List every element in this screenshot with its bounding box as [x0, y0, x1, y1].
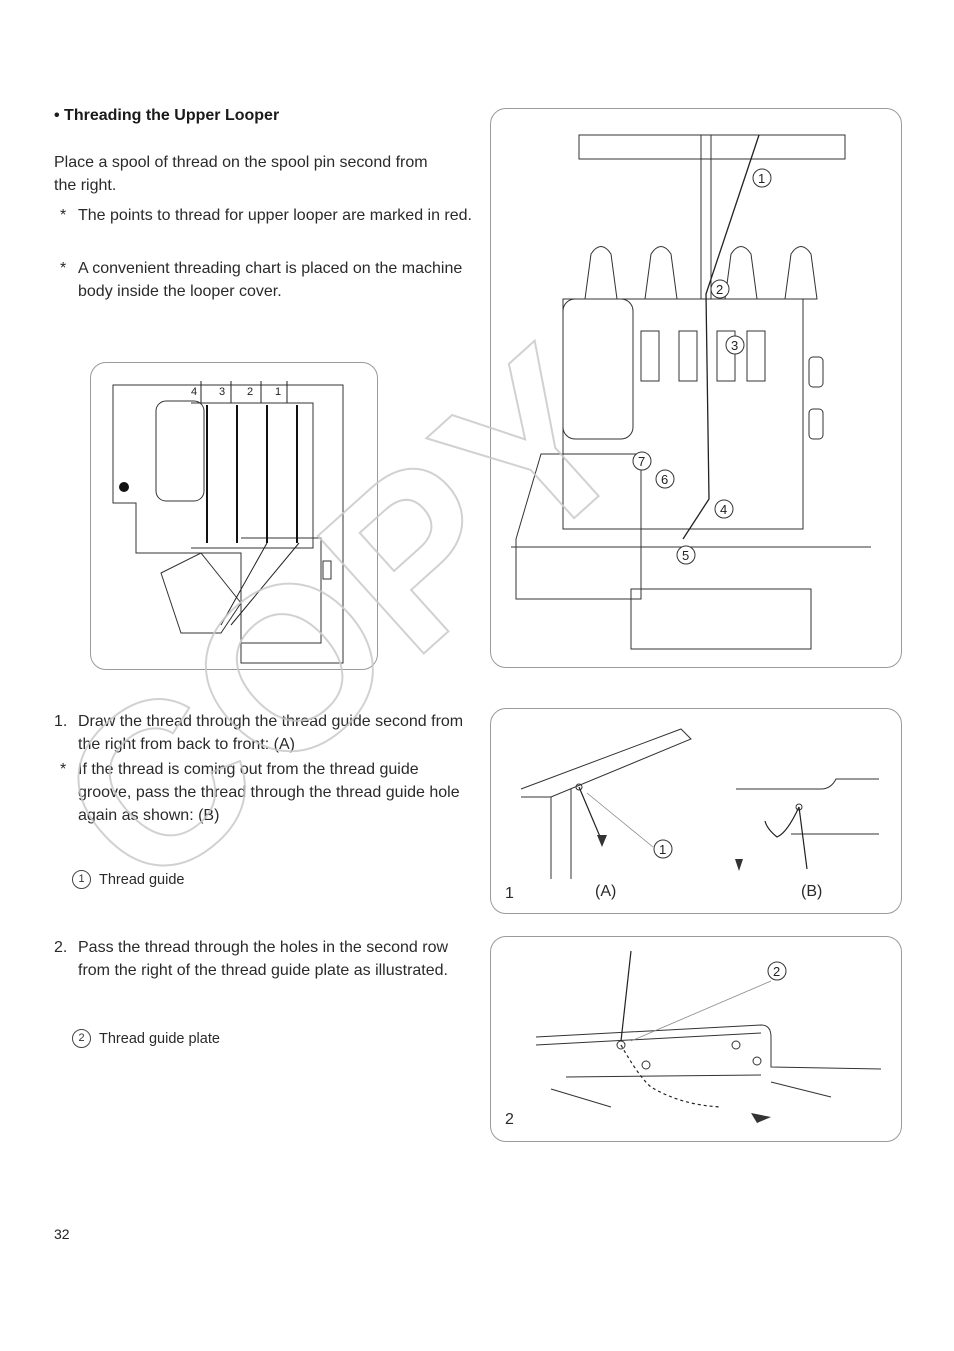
- section-title: • Threading the Upper Looper: [54, 107, 280, 124]
- threading-chart-panel: 4 3 2 1: [90, 362, 378, 670]
- step-1-note: * If the thread is coming out from the t…: [54, 758, 474, 827]
- note-2: * A convenient threading chart is placed…: [54, 257, 474, 303]
- step-number: 2.: [54, 939, 68, 956]
- caption-number: 2: [72, 1029, 91, 1048]
- note-text: If the thread is coming out from the thr…: [78, 761, 460, 824]
- step-text: Draw the thread through the thread guide…: [78, 713, 464, 753]
- note-marker: *: [60, 260, 67, 277]
- callout-1: 1: [758, 171, 765, 186]
- chart-label-3: 3: [219, 386, 225, 398]
- indicator-dot: [119, 482, 129, 492]
- caption-thread-guide: 1 Thread guide: [72, 870, 184, 889]
- step-2-figure-panel: 2 2: [490, 936, 902, 1142]
- caption-number: 1: [72, 870, 91, 889]
- caption-thread-guide-plate: 2 Thread guide plate: [72, 1029, 220, 1048]
- step-1: 1. Draw the thread through the thread gu…: [54, 710, 474, 756]
- thread-guide-plate-drawing: 2: [535, 950, 882, 1123]
- label-a: (A): [595, 883, 617, 900]
- figure-number-1: 1: [505, 885, 514, 902]
- callout-2: 2: [716, 282, 723, 297]
- note-text: A convenient threading chart is placed o…: [78, 260, 463, 300]
- thread-guide-drawing: 1: [520, 728, 879, 879]
- step-text: Pass the thread through the holes in the…: [78, 939, 449, 979]
- caption-text: Thread guide: [99, 871, 185, 888]
- callout-3: 3: [731, 338, 738, 353]
- intro-text: Place a spool of thread on the spool pin…: [54, 154, 428, 194]
- callout-thread-guide-plate: 2: [773, 964, 780, 979]
- page-number: 32: [54, 1226, 70, 1242]
- chart-label-4: 4: [191, 386, 197, 398]
- note-1: * The points to thread for upper looper …: [54, 204, 474, 227]
- machine-figure-panel: 1 2 3 4 5 6 7: [490, 108, 902, 668]
- callout-5: 5: [682, 548, 689, 563]
- callout-7: 7: [638, 454, 645, 469]
- callout-4: 4: [720, 502, 727, 517]
- note-marker: *: [60, 207, 67, 224]
- step-number: 1.: [54, 713, 68, 730]
- label-b: (B): [801, 883, 823, 900]
- caption-text: Thread guide plate: [99, 1030, 220, 1047]
- step-2: 2. Pass the thread through the holes in …: [54, 936, 474, 982]
- callout-thread-guide: 1: [659, 842, 666, 857]
- step-1-figure-panel: 1 1 (A) (B): [490, 708, 902, 914]
- chart-label-2: 2: [247, 386, 253, 398]
- chart-label-1: 1: [275, 386, 281, 398]
- figure-number-2: 2: [505, 1111, 514, 1128]
- note-text: The points to thread for upper looper ar…: [78, 207, 472, 224]
- threading-chart-drawing: 4 3 2 1: [112, 381, 344, 664]
- note-marker: *: [60, 761, 67, 778]
- callout-6: 6: [661, 472, 668, 487]
- machine-drawing: 1 2 3 4 5 6 7: [511, 134, 871, 650]
